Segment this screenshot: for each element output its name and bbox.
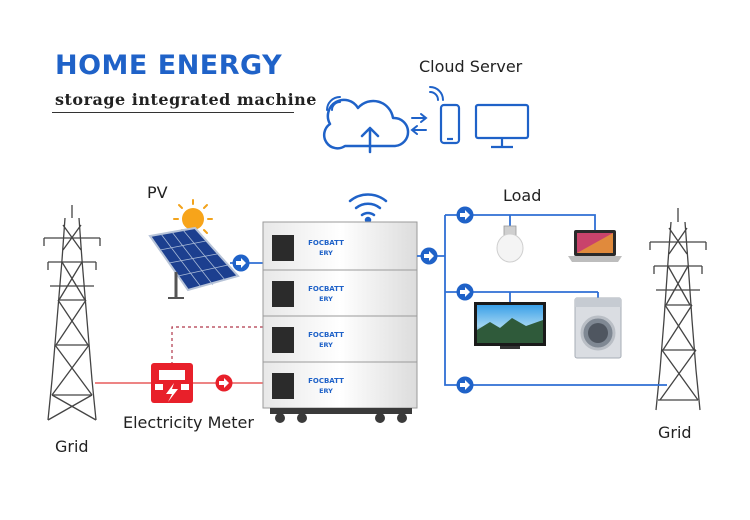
page-title: HOME ENERGY — [55, 50, 283, 81]
battery-model-1: ERY — [319, 249, 333, 257]
monitor-icon — [474, 103, 530, 149]
cloud-icon — [322, 98, 410, 154]
transmission-tower-right — [649, 208, 707, 411]
pv-label: PV — [147, 183, 168, 202]
solar-panel — [148, 226, 240, 299]
battery-model-4: ERY — [319, 387, 333, 395]
battery-storage-unit — [262, 221, 418, 423]
load-arrow-icon-3 — [456, 376, 474, 394]
pv-flow-arrow-icon — [232, 254, 250, 272]
transmission-tower-left — [43, 205, 101, 421]
battery-brand-3: FOCBATT — [308, 331, 344, 339]
battery-brand-2: FOCBATT — [308, 285, 344, 293]
laptop-icon — [568, 230, 622, 262]
washing-machine-icon — [574, 297, 622, 359]
page-subtitle: storage integrated machine — [55, 90, 317, 109]
battery-model-3: ERY — [319, 341, 333, 349]
grid-flow-arrow-icon — [215, 374, 233, 392]
battery-model-2: ERY — [319, 295, 333, 303]
load-label: Load — [503, 186, 542, 205]
battery-brand-4: FOCBATT — [308, 377, 344, 385]
subtitle-underline — [52, 112, 294, 113]
television-icon — [474, 302, 546, 349]
load-arrow-icon-2 — [456, 283, 474, 301]
electricity-meter-icon — [151, 363, 193, 403]
wifi-signal-icon — [326, 86, 444, 111]
battery-brand-1: FOCBATT — [308, 239, 344, 247]
phone-icon — [439, 103, 461, 145]
sun-icon — [173, 199, 213, 239]
battery-out-arrow-icon — [420, 247, 438, 265]
cloud-server-label: Cloud Server — [419, 57, 523, 76]
meter-dashed-line — [171, 326, 265, 365]
grid-label-left: Grid — [55, 437, 89, 456]
battery-brand-labels: FOCBATT ERY FOCBATT ERY FOCBATT ERY FOCB… — [308, 239, 344, 395]
light-bulb-icon — [496, 225, 524, 263]
wifi-icon — [348, 193, 388, 224]
grid-label-right: Grid — [658, 423, 692, 442]
electricity-meter-label: Electricity Meter — [123, 413, 254, 432]
sync-arrows-icon — [410, 113, 428, 135]
load-distribution-lines — [417, 214, 667, 386]
load-arrow-icon-1 — [456, 206, 474, 224]
